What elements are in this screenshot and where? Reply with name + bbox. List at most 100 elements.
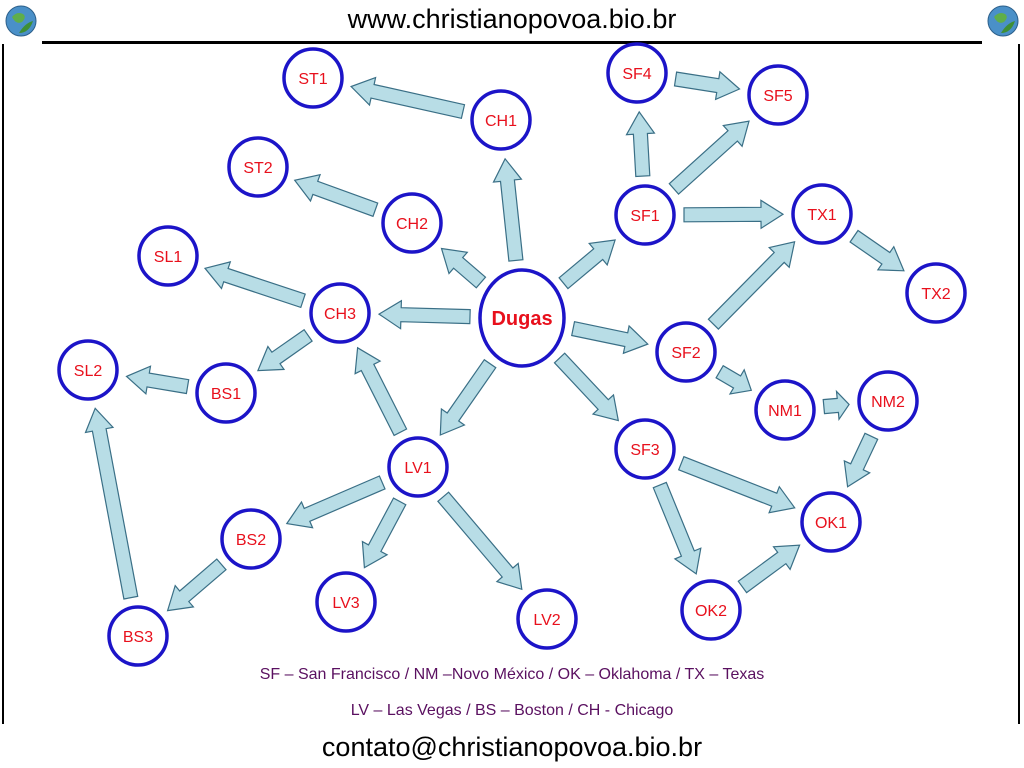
node-circle	[800, 491, 862, 553]
arrow-ok2-to-ok1	[737, 544, 801, 594]
legend-line-1: SF – San Francisco / NM –Novo México / O…	[259, 666, 765, 683]
contact-email[interactable]: contato@christianopovoa.bio.br	[321, 732, 703, 762]
arrow-ch1-to-st1	[350, 76, 466, 120]
node-circle	[195, 362, 257, 424]
node-circle	[478, 268, 566, 368]
node-st1: ST1	[282, 47, 344, 109]
node-label: CH2	[396, 216, 428, 233]
arrow-dugas-to-sf1	[558, 239, 616, 290]
node-label: BS2	[236, 532, 266, 549]
arrow-dugas-to-sf2	[570, 320, 649, 355]
node-label: SF3	[630, 442, 659, 459]
node-circle	[905, 262, 967, 324]
node-ch3: CH3	[309, 282, 371, 344]
node-label: CH1	[485, 113, 517, 130]
arrow-ch3-to-bs1	[256, 328, 313, 372]
footer-bar: contato@christianopovoa.bio.br	[0, 724, 1024, 768]
header-bar: www.christianopovoa.bio.br	[0, 0, 1024, 44]
arrow-bs2-to-bs3	[166, 558, 227, 612]
node-ok1: OK1	[800, 491, 862, 553]
arrow-nm1-to-nm2	[822, 389, 850, 422]
node-ok2: OK2	[680, 579, 742, 641]
node-nm1: NM1	[754, 379, 816, 441]
node-label: ST2	[243, 160, 272, 177]
earth-leaf-logo-icon	[5, 5, 37, 37]
node-tx1: TX1	[791, 183, 853, 245]
node-circle	[606, 42, 668, 104]
arrow-lv1-to-bs2	[285, 475, 386, 529]
earth-leaf-logo-icon	[987, 5, 1019, 37]
node-nm2: NM2	[857, 370, 919, 432]
arrow-sf1-to-tx1	[683, 199, 785, 230]
node-label: BS1	[211, 386, 241, 403]
node-circle	[57, 339, 119, 401]
node-label: LV3	[332, 595, 359, 612]
node-label: SF2	[671, 345, 700, 362]
node-st2: ST2	[227, 136, 289, 198]
node-circle	[516, 588, 578, 650]
node-label: LV2	[533, 612, 560, 629]
node-sf3: SF3	[614, 418, 676, 480]
arrows-layer	[84, 70, 905, 612]
node-circle	[470, 89, 532, 151]
node-circle	[857, 370, 919, 432]
node-sf1: SF1	[614, 184, 676, 246]
node-circle	[315, 571, 377, 633]
arrow-tx1-to-tx2	[849, 229, 905, 272]
arrow-lv1-to-ch3	[354, 346, 408, 437]
node-tx2: TX2	[905, 262, 967, 324]
node-ch1: CH1	[470, 89, 532, 151]
arrow-sf1-to-sf4	[625, 110, 656, 178]
arrow-sf4-to-sf5	[673, 70, 741, 101]
node-label: BS3	[123, 629, 153, 646]
node-label: SF5	[763, 88, 792, 105]
arrow-dugas-to-sf3	[553, 352, 620, 422]
site-title[interactable]: www.christianopovoa.bio.br	[347, 4, 677, 34]
arrow-sf2-to-tx1	[707, 241, 796, 330]
slide-frame	[2, 44, 1020, 727]
node-circle	[220, 508, 282, 570]
arrow-bs1-to-sl2	[125, 365, 190, 395]
node-circle	[754, 379, 816, 441]
node-label: SF1	[630, 208, 659, 225]
arrow-sf3-to-ok1	[677, 455, 796, 514]
node-label: OK1	[815, 515, 847, 532]
node-sf4: SF4	[606, 42, 668, 104]
node-label: TX1	[807, 207, 836, 224]
node-circle	[282, 47, 344, 109]
arrow-lv1-to-lv2	[437, 491, 523, 591]
legend-line-2: LV – Las Vegas / BS – Boston / CH - Chic…	[350, 702, 674, 719]
arrow-lv1-to-lv3	[361, 497, 407, 569]
arrow-sf3-to-ok2	[652, 481, 702, 575]
node-circle	[309, 282, 371, 344]
node-circle	[614, 184, 676, 246]
arrow-sf1-to-sf5	[668, 120, 750, 195]
node-circle	[227, 136, 289, 198]
node-circle	[614, 418, 676, 480]
node-label: SF4	[622, 66, 651, 83]
node-circle	[107, 605, 169, 667]
arrow-bs3-to-sl2	[84, 407, 139, 600]
node-bs2: BS2	[220, 508, 282, 570]
node-label: TX2	[921, 286, 950, 303]
node-bs1: BS1	[195, 362, 257, 424]
arrow-dugas-to-ch1	[492, 157, 524, 262]
node-label: SL2	[74, 363, 103, 380]
node-ch2: CH2	[381, 192, 443, 254]
node-label: NM2	[871, 394, 905, 411]
node-circle	[387, 436, 449, 498]
node-lv2: LV2	[516, 588, 578, 650]
header-divider	[42, 41, 982, 44]
node-label: OK2	[695, 603, 727, 620]
arrow-ch2-to-st2	[293, 173, 379, 218]
node-sf5: SF5	[747, 64, 809, 126]
node-label: NM1	[768, 403, 802, 420]
arrow-dugas-to-lv1	[439, 358, 497, 436]
node-circle	[680, 579, 742, 641]
arrow-nm2-to-ok1	[843, 432, 879, 488]
node-label: Dugas	[491, 308, 552, 330]
arrow-dugas-to-ch3	[377, 299, 471, 330]
node-sf2: SF2	[655, 321, 717, 383]
